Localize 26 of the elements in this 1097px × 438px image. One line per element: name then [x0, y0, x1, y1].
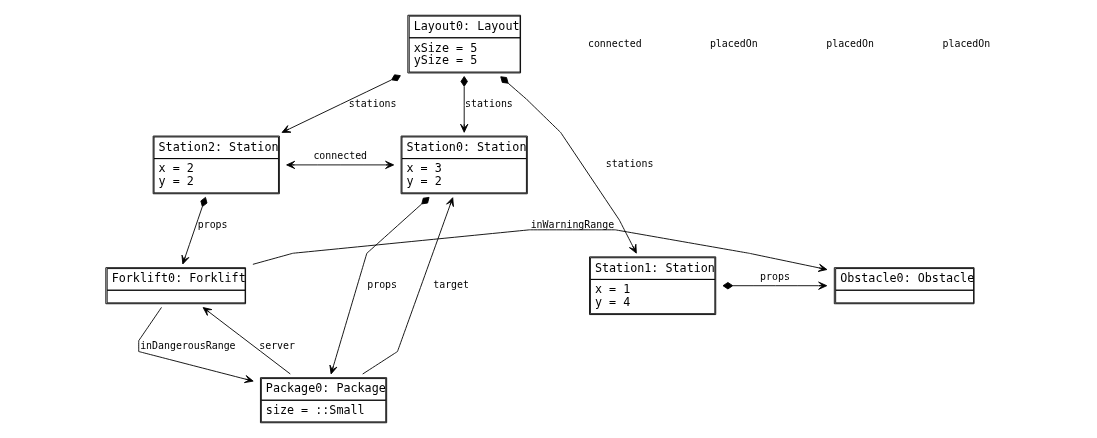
- edge-label: props: [760, 271, 790, 283]
- edge-label: props: [367, 279, 398, 291]
- edge-label: inDangerousRange: [140, 339, 236, 351]
- arrow: [722, 281, 828, 290]
- arrow: [252, 229, 828, 272]
- edge-label: props: [197, 218, 228, 230]
- edge-label: stations: [348, 98, 397, 110]
- arrow: [202, 307, 291, 375]
- arrow: [181, 196, 208, 265]
- label: placedOn: [709, 37, 758, 49]
- arrow: [500, 76, 637, 254]
- edge-label: server: [259, 339, 296, 351]
- label: placedOn: [942, 37, 991, 49]
- arrow: [460, 76, 469, 133]
- edge-label: inWarningRange: [530, 218, 615, 230]
- arrow: [281, 74, 401, 133]
- arrow: [138, 306, 254, 384]
- edge-label: stations: [605, 158, 654, 170]
- edge-label: connected: [313, 150, 368, 162]
- arrow: [329, 196, 430, 375]
- label: placedOn: [826, 37, 874, 49]
- edge-label: target: [433, 279, 470, 291]
- label: connected: [587, 37, 642, 49]
- arrow: [362, 197, 454, 375]
- edge-label: stations: [465, 98, 513, 110]
- arrow: [286, 160, 395, 169]
